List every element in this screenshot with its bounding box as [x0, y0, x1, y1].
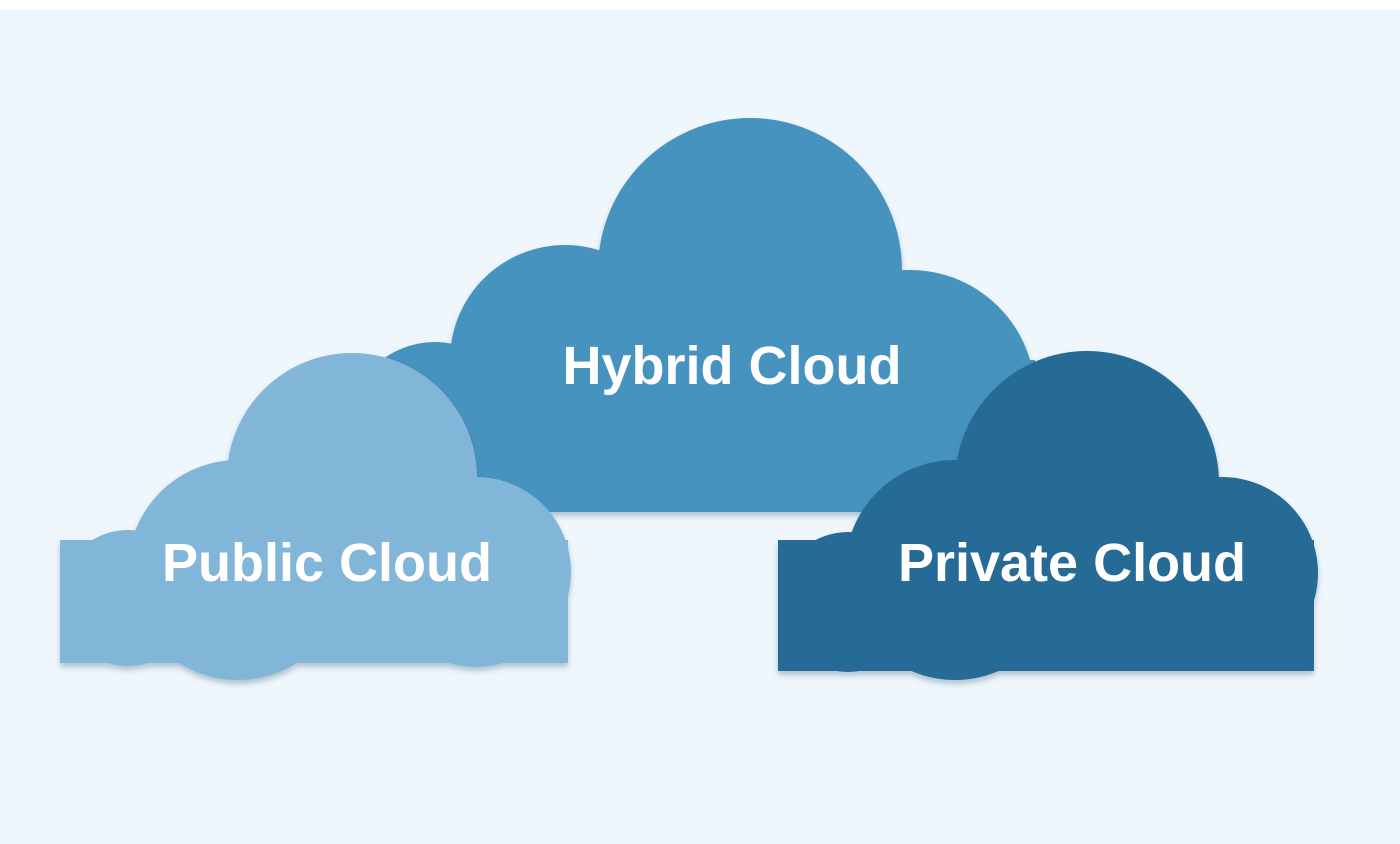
public-cloud-label: Public Cloud — [162, 533, 492, 593]
private-cloud: Private Cloud — [778, 351, 1318, 680]
public-cloud-shape — [60, 353, 571, 680]
cloud-types-diagram: Hybrid Cloud Public Cloud Private Clou — [0, 10, 1400, 844]
private-cloud-label: Private Cloud — [898, 533, 1246, 593]
public-cloud: Public Cloud — [60, 353, 571, 680]
diagram-canvas: Hybrid Cloud Public Cloud Private Clou — [0, 10, 1400, 844]
hybrid-cloud-label: Hybrid Cloud — [563, 336, 902, 396]
private-cloud-shape — [778, 351, 1318, 680]
